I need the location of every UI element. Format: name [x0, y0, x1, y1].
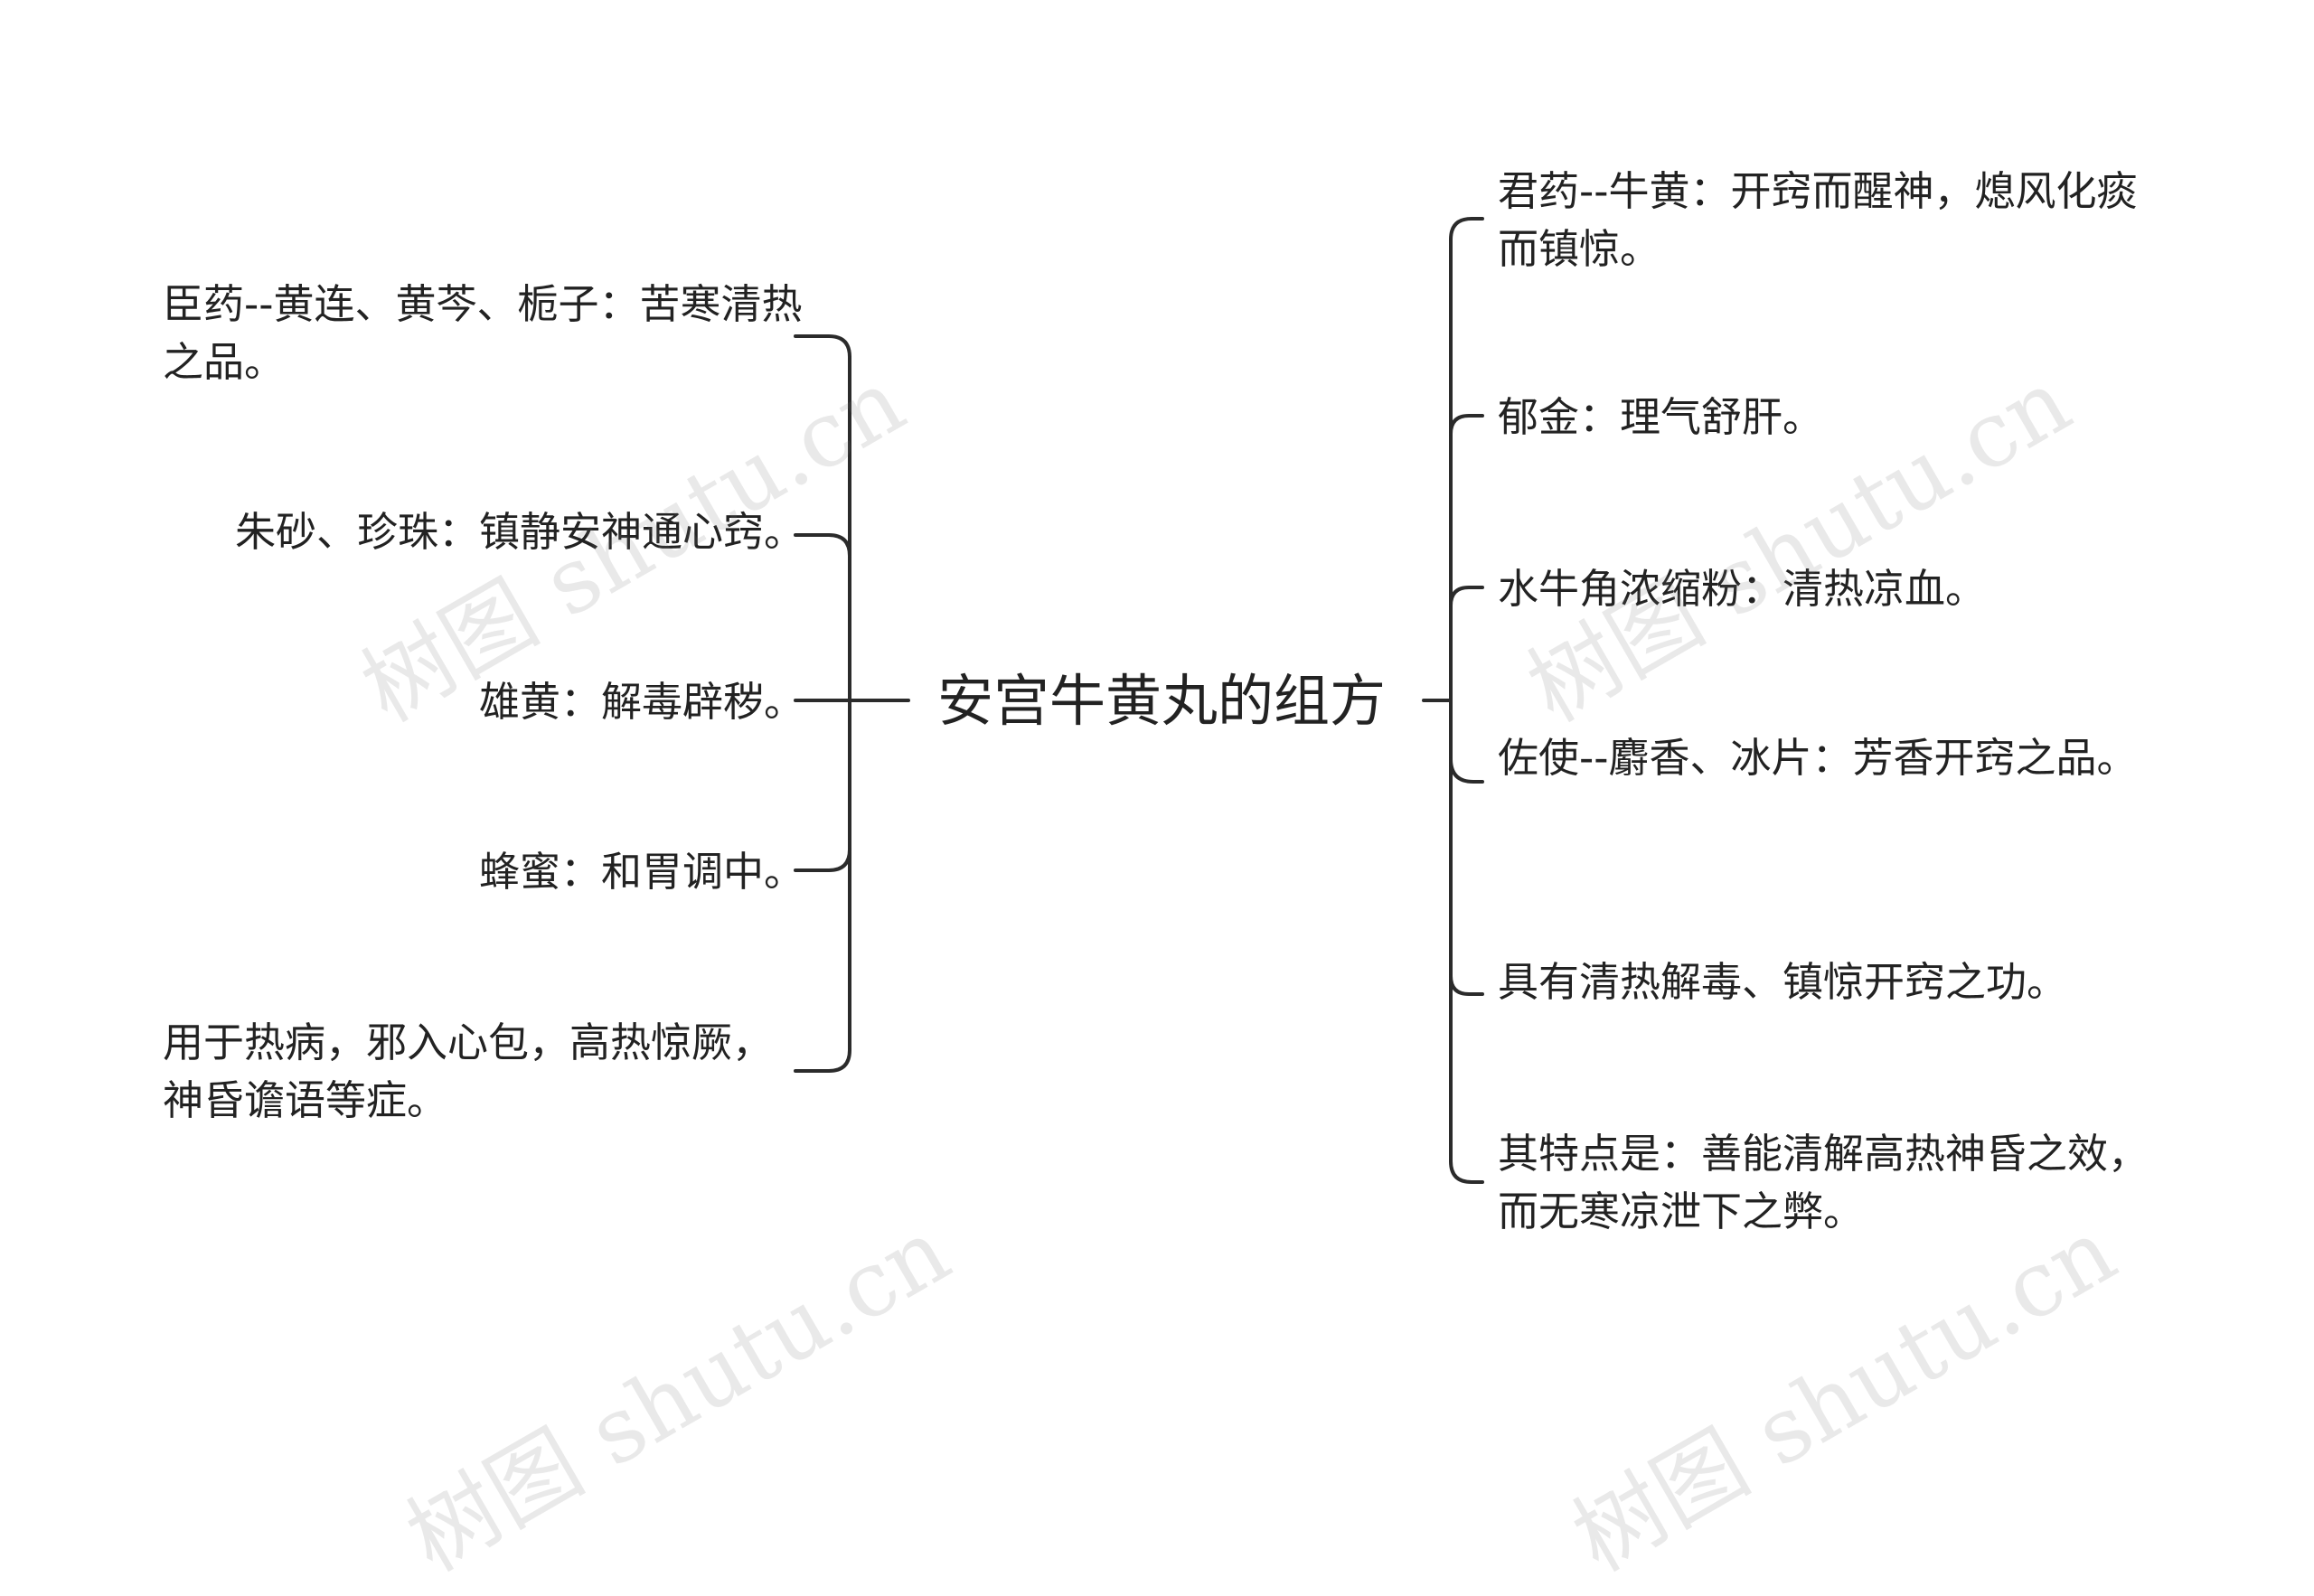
right-node-2[interactable]: 郁金：理气舒肝。 [1498, 393, 1824, 441]
connector-left-4 [794, 848, 851, 872]
connector-right-1 [1449, 217, 1484, 241]
connector-left-5 [794, 1048, 851, 1073]
right-node-6[interactable]: 其特点是：善能清解高热神昏之效，而无寒凉泄下之弊。 [1498, 1130, 2149, 1235]
right-node-1[interactable]: 君药--牛黄：开窍而醒神，熄风化痰而镇惊。 [1498, 167, 2138, 273]
right-node-3[interactable]: 水牛角浓缩粉：清热凉血。 [1498, 565, 1987, 613]
left-node-1[interactable]: 臣药--黄连、黄芩、栀子：苦寒清热之品。 [163, 280, 803, 386]
connector-right-5 [1449, 974, 1484, 996]
right-node-4[interactable]: 佐使--麝香、冰片：芳香开窍之品。 [1498, 734, 2138, 782]
left-node-5[interactable]: 用于热病，邪入心包，高热惊厥，神昏谵语等症。 [163, 1019, 774, 1124]
connector-right-3 [1449, 586, 1484, 607]
connector-left-1 [794, 334, 851, 359]
connector-lines [794, 217, 1484, 1184]
right-node-5[interactable]: 具有清热解毒、镇惊开窍之功。 [1498, 958, 2068, 1006]
root-topic[interactable]: 安宫牛黄丸的组方 [936, 668, 1386, 734]
left-node-3[interactable]: 雄黄：解毒辟秽。 [478, 678, 804, 726]
connector-right-4 [1449, 757, 1484, 784]
connector-right-2 [1449, 414, 1484, 436]
connector-left-2 [794, 533, 851, 558]
connector-right-6 [1449, 1159, 1484, 1184]
left-node-2[interactable]: 朱砂、珍珠：镇静安神通心窍。 [234, 508, 804, 556]
left-node-4[interactable]: 蜂蜜：和胃调中。 [478, 848, 804, 896]
